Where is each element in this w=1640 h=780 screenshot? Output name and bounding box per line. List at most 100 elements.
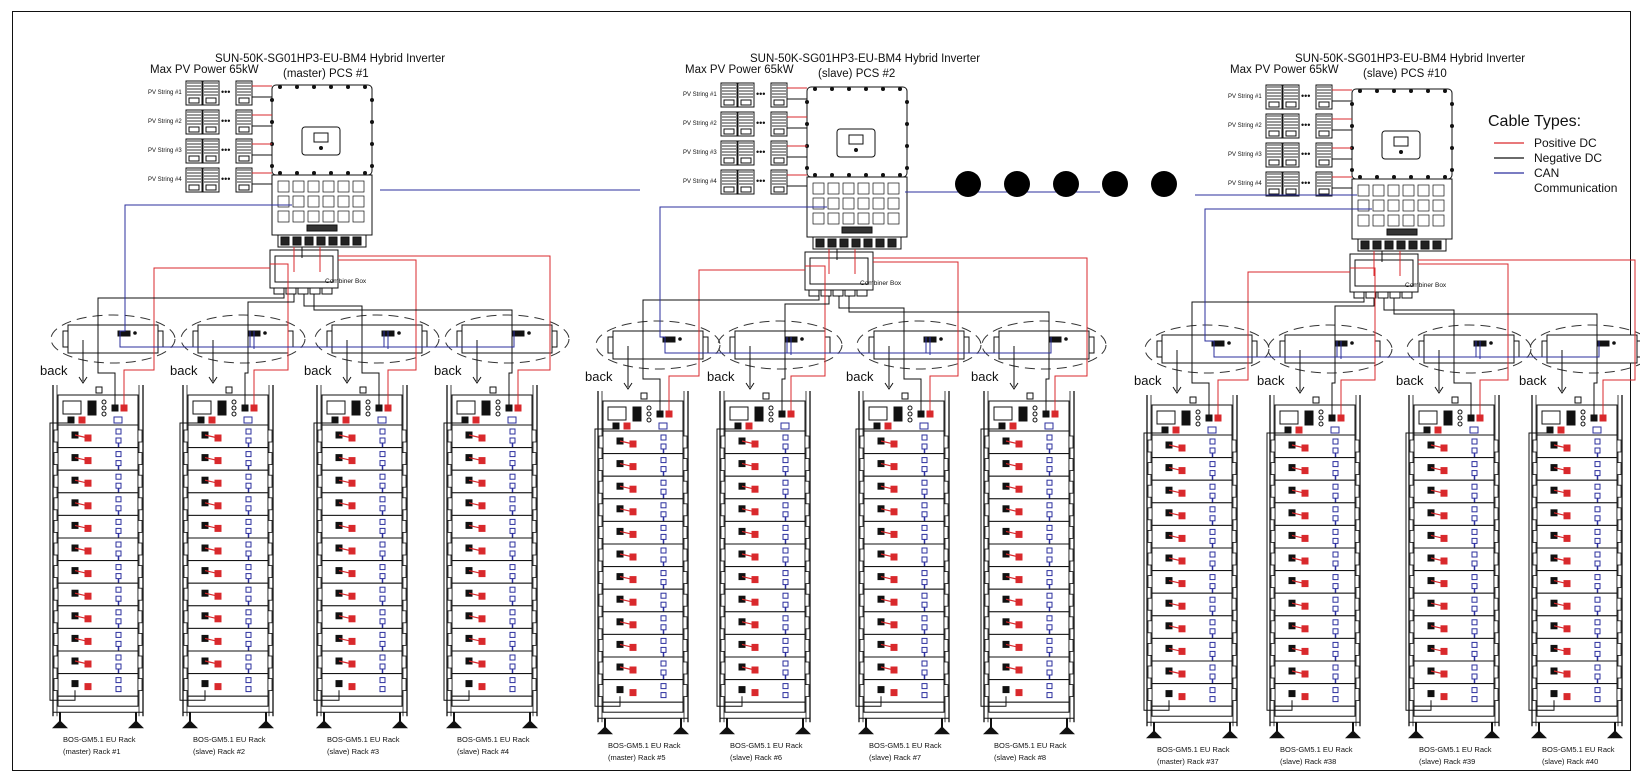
hv-negative-terminal xyxy=(1205,414,1213,422)
module-can-in xyxy=(782,547,789,554)
module-handle xyxy=(1409,620,1415,634)
terminal-block xyxy=(1372,184,1385,197)
series-link-wire xyxy=(741,508,756,513)
module-body xyxy=(1274,570,1356,594)
module-can-in xyxy=(379,496,386,503)
module-can-out xyxy=(1471,492,1478,499)
module-handle xyxy=(682,526,688,539)
negative-dc-cable xyxy=(1383,298,1472,415)
series-link-wire xyxy=(1430,625,1445,630)
hv-breaker xyxy=(1018,406,1028,422)
module-body xyxy=(321,582,403,607)
battery-module xyxy=(720,656,810,684)
module-handle xyxy=(1270,665,1276,679)
module-handle xyxy=(804,661,810,675)
module-negative-terminal xyxy=(1550,690,1558,698)
module-can-in xyxy=(782,570,789,577)
module-can-out xyxy=(1332,515,1339,522)
module-negative-terminal xyxy=(877,686,885,694)
hv-can-port xyxy=(1044,422,1054,430)
battery-module xyxy=(317,447,407,475)
bms-controller-icon xyxy=(1529,324,1640,374)
module-can-in xyxy=(379,654,386,661)
module-handle xyxy=(1532,530,1538,543)
terminal-block xyxy=(1387,184,1400,197)
module-body xyxy=(451,492,533,516)
hv-display xyxy=(192,400,212,415)
battery-module xyxy=(720,679,810,703)
pv-junction-box xyxy=(1318,130,1330,137)
module-can-in xyxy=(245,541,252,548)
module-handle xyxy=(1147,552,1153,566)
terminal-block xyxy=(337,195,350,208)
rack-role-label: (slave) Rack #38 xyxy=(1280,757,1336,766)
series-link-wire xyxy=(1005,576,1020,581)
hv-out-positive xyxy=(1557,426,1565,434)
hv-indicator xyxy=(231,405,237,411)
module-can-out xyxy=(245,550,252,557)
module-handle xyxy=(1147,439,1153,453)
rack-negative-return xyxy=(1143,432,1170,711)
module-can-out xyxy=(245,505,252,512)
module-handle xyxy=(137,429,143,443)
module-can-in xyxy=(921,592,928,599)
pv-junction-box xyxy=(238,97,250,104)
pv-junction-box xyxy=(205,97,217,104)
module-handle xyxy=(1532,665,1538,679)
bms-body xyxy=(998,330,1090,360)
module-can-in xyxy=(509,451,516,458)
hv-can-port xyxy=(919,422,929,430)
module-handle xyxy=(1270,484,1276,498)
rack-foot-icon xyxy=(1531,730,1547,739)
series-link-wire xyxy=(619,643,634,648)
module-can-in xyxy=(1046,592,1053,599)
pv-junction-box xyxy=(205,126,217,133)
module-handle xyxy=(1231,688,1237,701)
pv-panel-icon xyxy=(185,138,203,164)
module-body xyxy=(1413,524,1495,549)
positive-dc-cable xyxy=(123,267,270,405)
module-positive-terminal xyxy=(629,689,637,697)
bms-handle xyxy=(421,330,428,348)
module-body xyxy=(57,514,139,539)
battery-module xyxy=(183,673,273,697)
cable-gland xyxy=(827,238,837,248)
module-body xyxy=(863,611,945,635)
battery-module xyxy=(984,588,1074,616)
module-body xyxy=(1413,434,1495,459)
module-handle xyxy=(267,452,273,466)
module-body xyxy=(1413,547,1495,572)
module-positive-terminal xyxy=(214,683,222,691)
module-can-in xyxy=(245,677,252,684)
module-handle xyxy=(984,480,990,494)
module-can-out xyxy=(1332,696,1339,703)
battery-module xyxy=(984,543,1074,571)
series-link-wire xyxy=(1005,440,1020,445)
positive-dc-cable xyxy=(338,259,417,405)
series-link-wire xyxy=(1005,598,1020,603)
pv-string-label: PV String #3 xyxy=(683,150,717,156)
module-can-out xyxy=(245,460,252,467)
series-link-wire xyxy=(1553,557,1568,562)
inverter-bolt xyxy=(813,173,817,177)
battery-module xyxy=(984,498,1074,526)
module-can-out xyxy=(660,579,667,586)
pv-string-label: PV String #2 xyxy=(148,119,182,125)
module-can-out xyxy=(379,618,386,625)
series-link-wire xyxy=(338,570,353,575)
module-body xyxy=(451,627,533,652)
pv-junction-box xyxy=(723,157,735,164)
hv-out-negative xyxy=(1161,426,1169,434)
terminal-block xyxy=(1417,184,1430,197)
combiner-inner xyxy=(274,255,334,283)
module-body xyxy=(321,447,403,471)
module-body xyxy=(451,424,533,449)
module-handle xyxy=(267,497,273,511)
module-can-out xyxy=(1332,560,1339,567)
hv-out-negative xyxy=(734,422,742,430)
module-can-out xyxy=(379,595,386,602)
module-can-out xyxy=(1471,650,1478,657)
module-body xyxy=(724,543,806,568)
pv-junction-box xyxy=(238,155,250,162)
